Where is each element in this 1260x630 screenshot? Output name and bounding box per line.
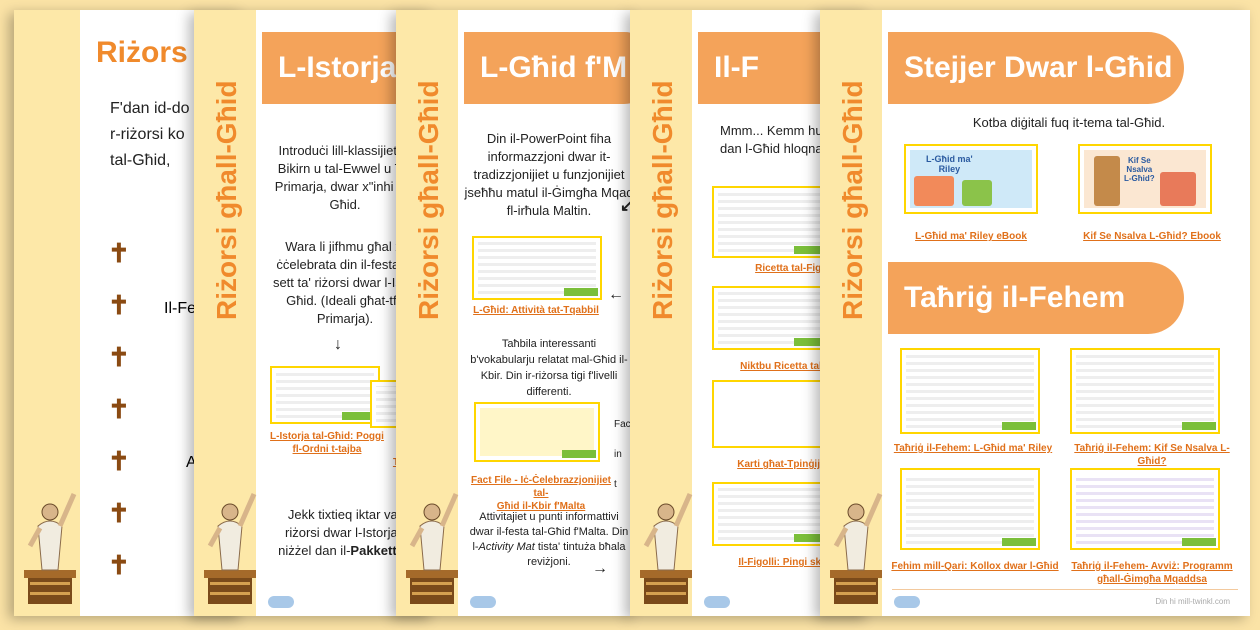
- resource-link[interactable]: Karti għat-Tpinġija:Il-Fig: [737, 459, 853, 470]
- footer-divider: [892, 589, 1238, 590]
- ebook-thumbnail[interactable]: L-Għid ma'Riley: [904, 144, 1038, 214]
- cross-icon: ✝: [108, 342, 130, 372]
- side-text: Il-Fe: [164, 300, 196, 317]
- arrow-icon: ←: [608, 286, 624, 303]
- resource-thumbnail[interactable]: [1070, 468, 1220, 550]
- strip-title: Riżorsi għall-Għid: [413, 80, 444, 320]
- statue-icon: [200, 476, 260, 606]
- strip-title: Riżorsi għall-Għid: [211, 80, 242, 320]
- page-title: L-Għid f'M: [464, 32, 636, 104]
- cross-icon: ✝: [108, 290, 130, 320]
- footer-text: Din hi mill-twinkl.com: [1155, 597, 1230, 606]
- arrow-icon: →: [592, 560, 608, 577]
- resource-thumbnail[interactable]: [472, 236, 602, 300]
- resource-thumbnail[interactable]: [270, 366, 380, 424]
- resource-link[interactable]: L-Għid: Attività tat-Tqabbil: [473, 305, 599, 316]
- arrow-icon: ↓: [334, 336, 342, 353]
- statue-icon: [20, 476, 80, 606]
- resource-thumbnail[interactable]: [474, 402, 600, 462]
- resource-link[interactable]: Taħriġ il-Fehem: L-Għid ma' Riley: [893, 443, 1053, 454]
- page-5: Riżorsi għall-Għid Stejjer Dwar l-Għid K…: [820, 10, 1250, 616]
- cross-icon: ✝: [108, 550, 130, 580]
- resource-link[interactable]: Niktbu Ricetta tal-Figoll: [740, 361, 852, 372]
- section-title: Taħriġ il-Fehem: [888, 262, 1184, 334]
- page-3: Riżorsi għall-Għid L-Għid f'M Din il-Pow…: [396, 10, 636, 616]
- resource-thumbnail[interactable]: [1070, 348, 1220, 434]
- resource-thumbnail[interactable]: [712, 482, 832, 546]
- resource-thumbnail[interactable]: [712, 186, 832, 258]
- resource-thumbnail[interactable]: [900, 468, 1040, 550]
- resource-link[interactable]: Fehim mill-Qari: Kollox dwar l-Għid: [891, 561, 1059, 572]
- page-title: Riżors: [96, 36, 188, 69]
- resource-thumbnail[interactable]: [900, 348, 1040, 434]
- resource-link[interactable]: Ricetta tal-Figoll: [755, 263, 833, 274]
- strip-title: Riżorsi għall-Għid: [837, 80, 868, 320]
- kotba-text: Kotba diġitali fuq it-tema tal-Għid.: [972, 115, 1166, 130]
- side-text: A: [186, 454, 197, 471]
- statue-icon: [826, 476, 886, 606]
- ebook-link[interactable]: Kif Se Nsalva L-Għid? Ebook: [1083, 231, 1221, 242]
- resource-thumbnail[interactable]: [712, 286, 832, 350]
- resource-link[interactable]: Il-Figolli: Pingi skont in-: [738, 557, 852, 568]
- twinkl-logo: [894, 596, 920, 608]
- twinkl-logo: [704, 596, 730, 608]
- statue-icon: [402, 476, 462, 606]
- twinkl-logo: [470, 596, 496, 608]
- cross-icon: ✝: [108, 394, 130, 424]
- strip-title: Riżorsi għall-Għid: [647, 80, 678, 320]
- resource-thumbnail[interactable]: [712, 380, 832, 448]
- statue-icon: [636, 476, 696, 606]
- ebook-link[interactable]: L-Għid ma' Riley eBook: [915, 231, 1027, 242]
- cross-icon: ✝: [108, 498, 130, 528]
- resource-link[interactable]: Fact File - Iċ-Ċelebrazzjonijiet tal-Għi…: [470, 475, 612, 512]
- twinkl-logo: [268, 596, 294, 608]
- resource-link[interactable]: T: [386, 456, 406, 469]
- resource-link[interactable]: Taħriġ il-Fehem: Kif Se Nsalva L-Għid?: [1074, 443, 1230, 467]
- section-title: Stejjer Dwar l-Għid: [888, 32, 1184, 104]
- cross-icon: ✝: [108, 238, 130, 268]
- cross-icon: ✝: [108, 446, 130, 476]
